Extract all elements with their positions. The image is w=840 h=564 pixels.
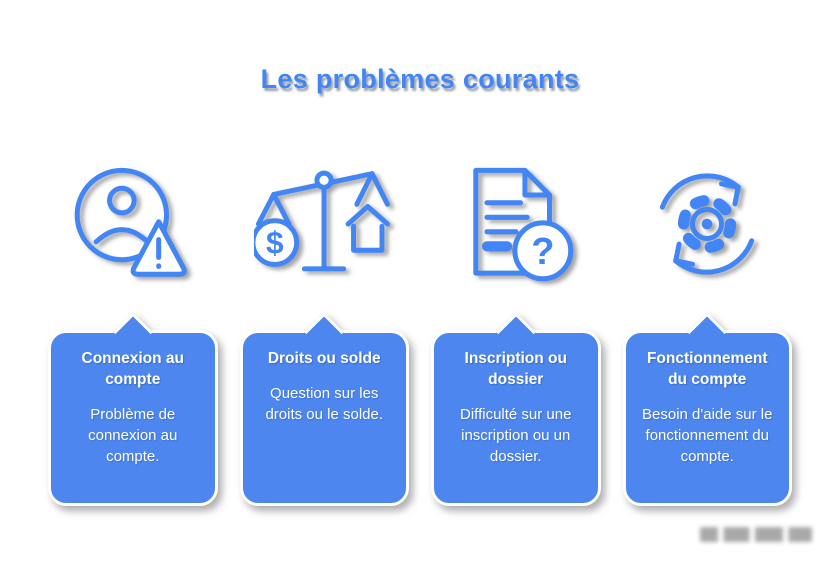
document-question-icon: ?: [449, 148, 583, 300]
card-body: Problème de connexion au compte.: [88, 405, 178, 466]
card-title: Inscription ou dossier: [464, 350, 567, 388]
column-inscription: ? Inscription ou dossier Difficulté sur …: [431, 148, 601, 506]
page-title: Les problèmes courants: [260, 64, 580, 94]
column-connexion: Connexion au compte Problème de connexio…: [48, 148, 218, 506]
card-inscription: Inscription ou dossier Difficulté sur un…: [431, 330, 601, 506]
card-droits: Droits ou solde Question sur les droits …: [239, 330, 409, 506]
column-fonctionnement: Fonctionnement du compte Besoin d'aide s…: [622, 148, 792, 506]
question-glyph: ?: [531, 231, 554, 273]
card-connexion: Connexion au compte Problème de connexio…: [48, 330, 218, 506]
card-title: Fonctionnement du compte: [646, 350, 768, 388]
speech-bubble-card: Fonctionnement du compte Besoin d'aide s…: [622, 330, 792, 506]
card-body: Question sur les droits ou le solde.: [265, 384, 384, 424]
speech-bubble-card: Inscription ou dossier Difficulté sur un…: [431, 330, 601, 506]
speech-bubble-card: Droits ou solde Question sur les droits …: [239, 330, 409, 506]
scales-icon: $: [254, 148, 394, 300]
user-alert-icon: [66, 148, 200, 300]
card-title: Droits ou solde: [267, 350, 381, 367]
dollar-glyph: $: [266, 225, 284, 261]
card-title: Connexion au compte: [81, 350, 184, 388]
card-fonctionnement: Fonctionnement du compte Besoin d'aide s…: [622, 330, 792, 506]
watermark-logo: [700, 527, 812, 542]
card-body: Difficulté sur une inscription ou un dos…: [460, 405, 572, 466]
gear-sync-icon: [640, 148, 774, 300]
speech-bubble-card: Connexion au compte Problème de connexio…: [48, 330, 218, 506]
column-droits: $ Droits ou solde Question sur les droit…: [239, 148, 409, 506]
card-body: Besoin d'aide sur le fonctionnement du c…: [642, 405, 773, 466]
problems-grid: Connexion au compte Problème de connexio…: [48, 148, 792, 506]
